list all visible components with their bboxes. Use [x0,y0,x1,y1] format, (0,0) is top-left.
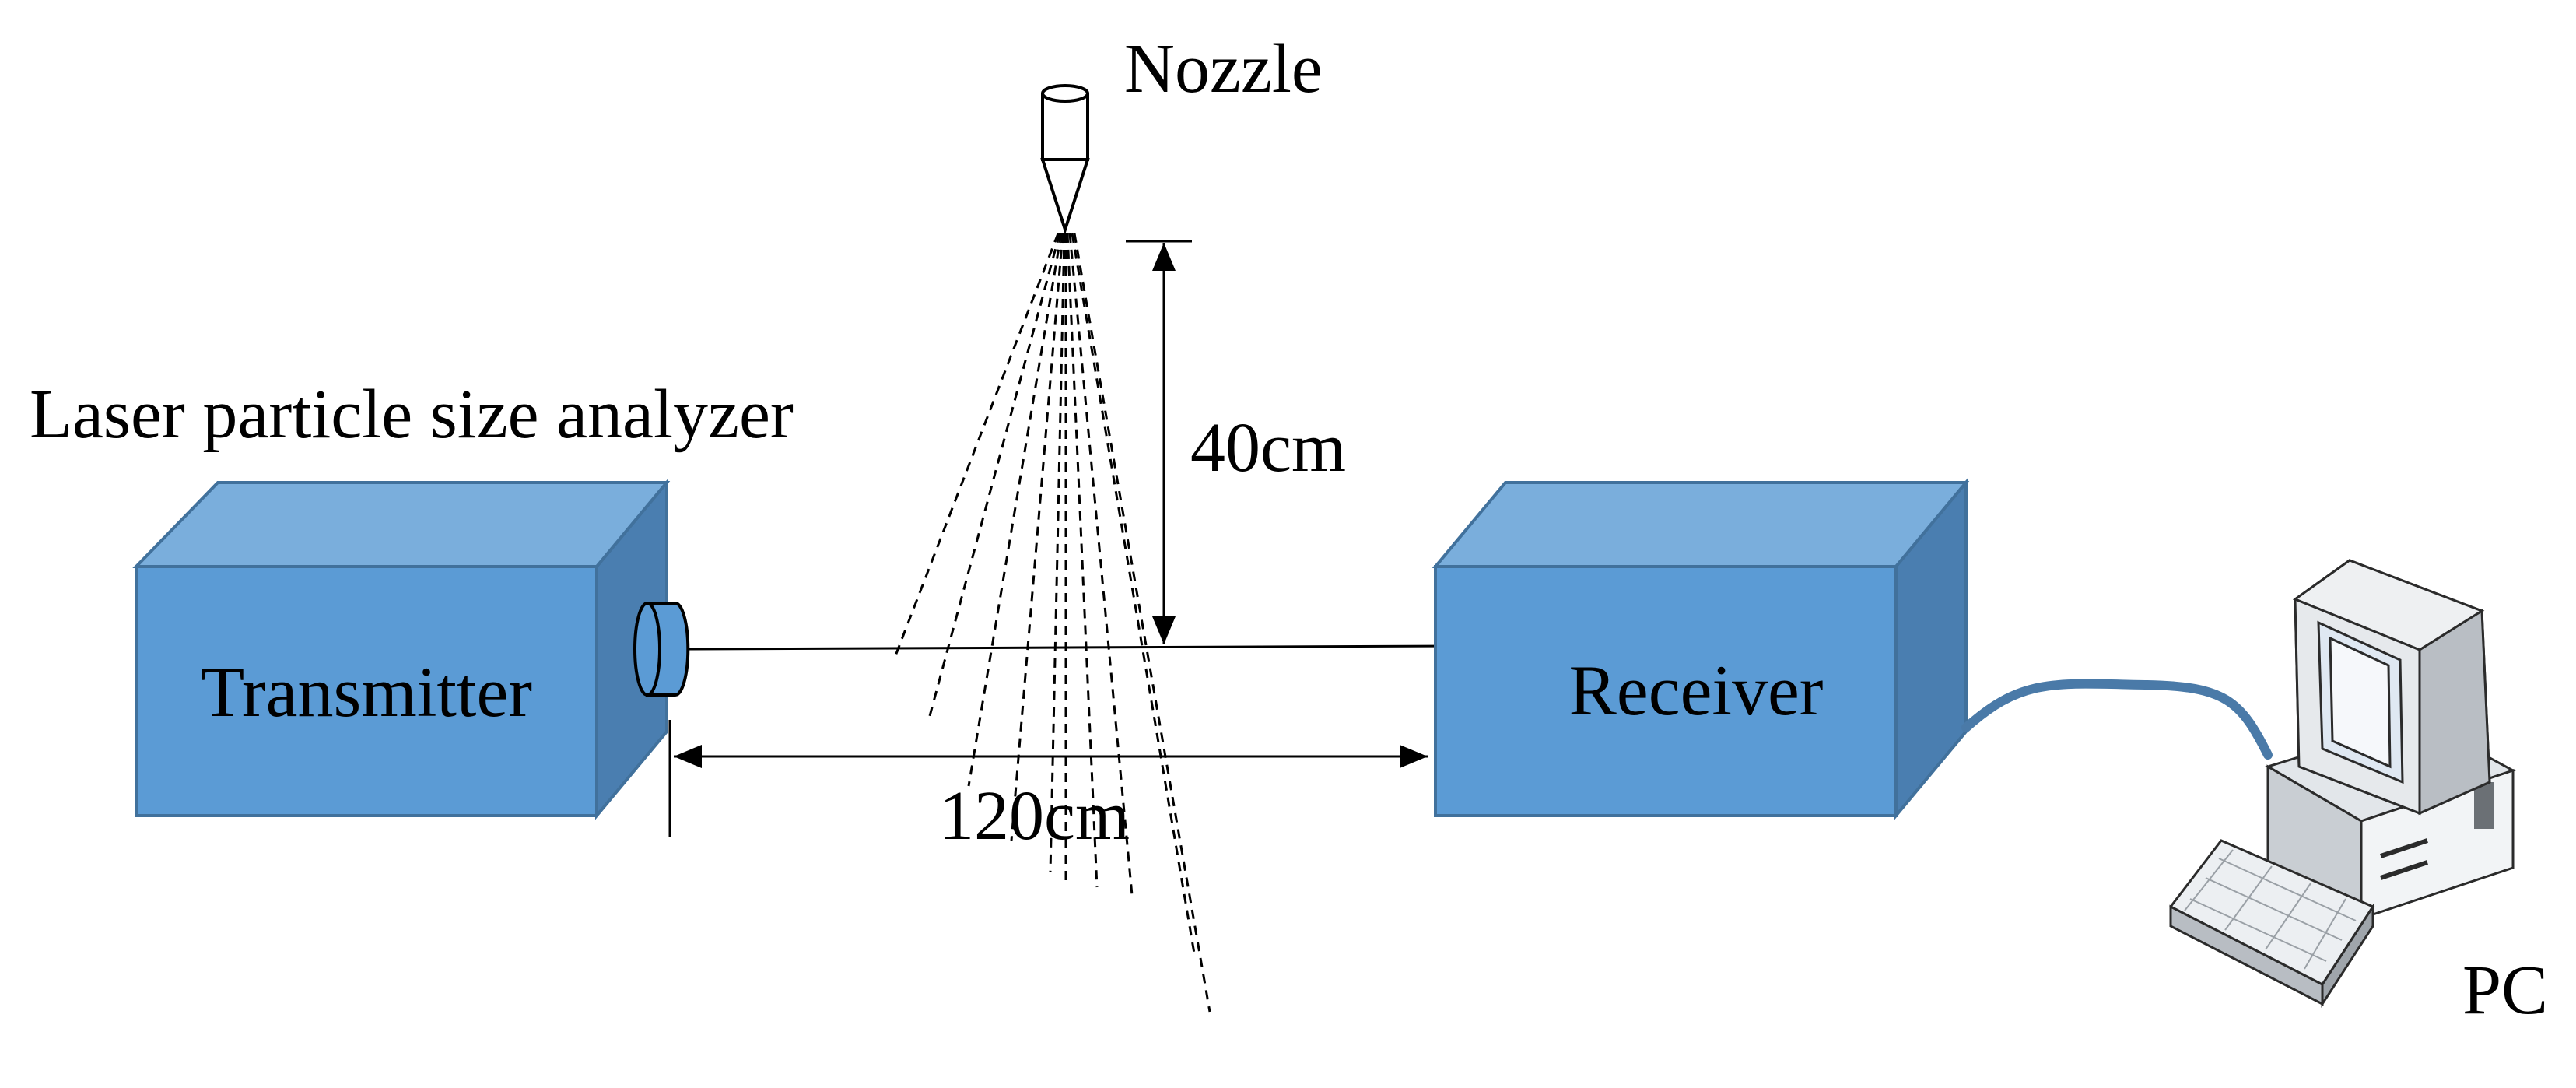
height-label: 40cm [1190,409,1346,486]
pc-label: PC [2462,952,2548,1029]
height-dimension [1126,240,1192,644]
receiver-front-face [1434,565,1898,817]
transmitter-box [132,478,671,820]
desktop-computer-icon [2168,559,2516,1009]
lens-icon [633,602,690,697]
transmitter-label: Transmitter [201,652,532,732]
distance-dimension [668,720,1428,837]
data-cable [1961,679,2273,760]
laser-beam [687,644,1460,651]
transmitter-front-face [135,565,598,817]
distance-label: 120cm [939,777,1130,855]
analyzer-label: Laser particle size analyzer [30,376,794,453]
receiver-top-face [1432,481,1970,568]
spray-pattern [893,233,1211,1013]
nozzle-label: Nozzle [1124,30,1323,107]
transmitter-top-face [132,481,671,568]
receiver-label: Receiver [1569,651,1824,730]
spray-nozzle-icon [1040,84,1090,235]
receiver-box [1432,478,1970,820]
